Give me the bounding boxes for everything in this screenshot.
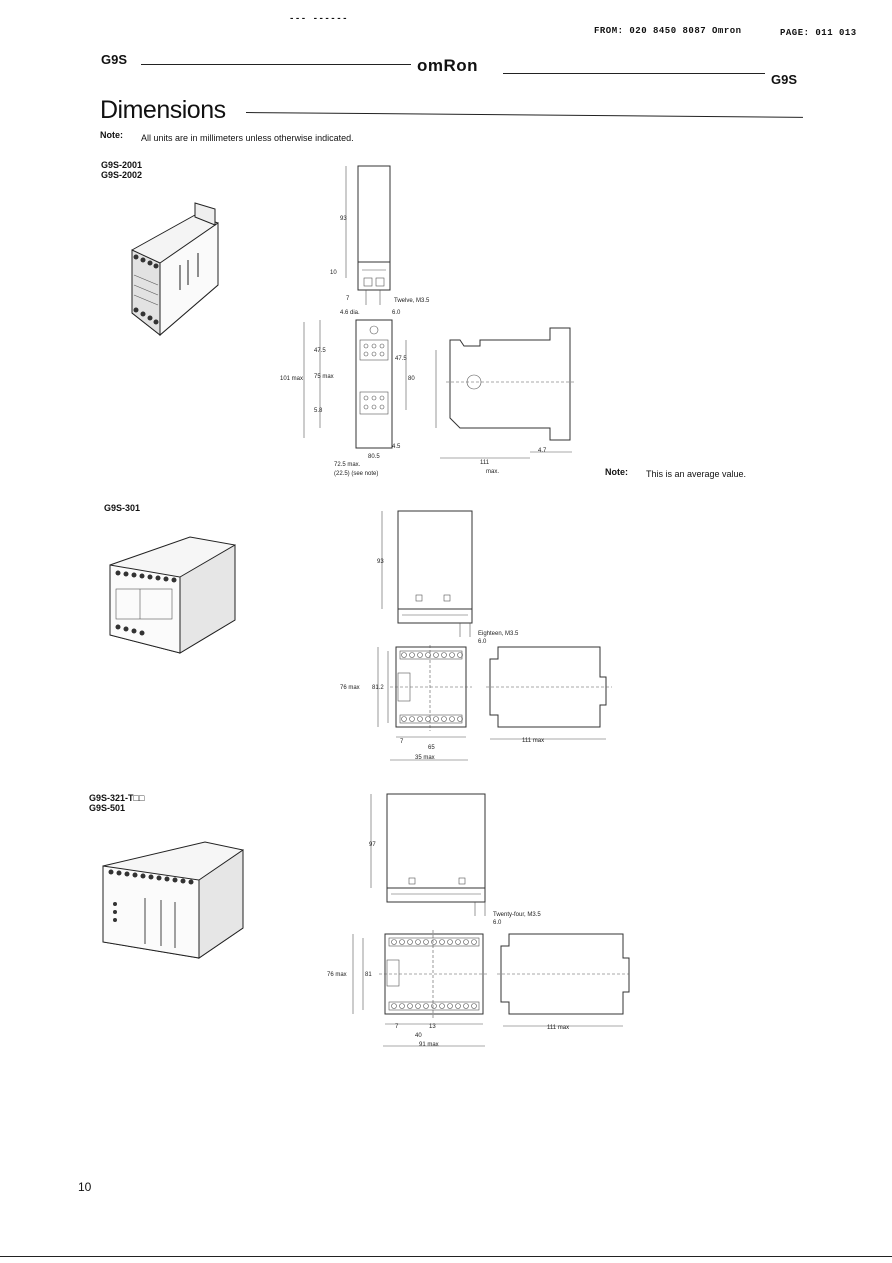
dimension-drawing-g9s-501: 97 Twenty-four, M3.5 6.0 76 max 81 7 13 …: [327, 793, 630, 1048]
dimension-drawing-g9s-301: 93 Eighteen, M3.5 6.0 76 max 81.2 7 65 3…: [340, 510, 612, 761]
dim-label: 101 max: [280, 376, 303, 382]
dim-label: 7: [395, 1024, 399, 1030]
drawing-note-label: Note:: [605, 467, 628, 477]
header-rule-right: [503, 73, 765, 74]
dim-label: 6.0: [478, 639, 487, 645]
dim-label: 81.2: [372, 685, 384, 691]
product-photo-g9s-301: [109, 536, 236, 654]
dim-label: 7: [400, 739, 404, 745]
dim-label: 93: [377, 559, 384, 565]
dim-label: 80.5: [368, 454, 380, 460]
dim-label: 10: [330, 270, 337, 276]
fax-page: PAGE: 011 013: [780, 28, 857, 38]
model-label: G9S-301: [104, 503, 141, 513]
dim-label: 47.5: [395, 356, 407, 362]
drawing-note-text: This is an average value.: [646, 469, 747, 479]
dim-label: 75 max: [314, 374, 334, 380]
dim-label: 5.8: [314, 408, 323, 414]
dim-label: 13: [429, 1024, 436, 1030]
dim-label: 6.0: [493, 920, 502, 926]
dim-label: 4.7: [538, 448, 547, 454]
dim-label: Twelve, M3.5: [394, 298, 430, 304]
dim-label: 4.6 dia.: [340, 310, 360, 316]
dim-label: Eighteen, M3.5: [478, 631, 519, 637]
model-label: G9S-2002: [101, 170, 143, 180]
dim-label: 76 max: [327, 972, 347, 978]
page-number: 10: [78, 1180, 92, 1194]
header-left-model: G9S: [101, 52, 128, 67]
drawing-outline: [357, 165, 391, 263]
section-title-rule: [245, 112, 803, 118]
dim-label: 93: [340, 216, 347, 222]
dim-label: 97: [369, 842, 376, 848]
fax-top-left: --- ------: [289, 14, 349, 24]
note-label: Note:: [100, 130, 123, 140]
dim-label: 91 max: [419, 1042, 439, 1048]
dim-label: Twenty-four, M3.5: [493, 912, 541, 918]
dim-label: 111 max: [547, 1025, 569, 1031]
brand-logo: omRon: [417, 56, 479, 75]
dim-label: 65: [428, 745, 435, 751]
dimension-drawing-g9s-2001: 93 10 7 Twelve, M3.5 4.6 dia. 6.0 47.5 1…: [280, 165, 576, 477]
dim-label: 72.5 max.: [334, 462, 361, 468]
fax-bottom-edge: [0, 1256, 892, 1257]
header-right-model: G9S: [771, 72, 798, 87]
dim-label: 111 max: [522, 738, 544, 744]
header-rule-left: [141, 64, 411, 65]
dim-label: 35 max: [415, 755, 435, 761]
fax-from: FROM: 020 8450 8087 Omron: [594, 26, 742, 36]
dim-label: 111: [480, 460, 490, 466]
section-title: Dimensions: [100, 96, 226, 124]
dim-label: 80: [408, 376, 415, 382]
dim-label: 7: [346, 296, 350, 302]
dim-label: 4.5: [392, 444, 401, 450]
product-photo-g9s-2001: [131, 202, 219, 337]
dim-label: 47.5: [314, 348, 326, 354]
model-label: G9S-501: [89, 803, 126, 813]
dim-label: 81: [365, 972, 372, 978]
dim-label: 6.0: [392, 310, 401, 316]
model-label-group-2: G9S-301: [104, 503, 140, 513]
product-photo-g9s-501: [102, 841, 244, 959]
dim-label: 76 max: [340, 685, 360, 691]
model-label-group-1: G9S-2001 G9S-2002: [101, 160, 142, 180]
model-label: G9S-2001: [101, 160, 143, 170]
model-label: G9S-321-T□□: [89, 793, 145, 803]
dim-label: max.: [486, 469, 499, 475]
note-text: All units are in millimeters unless othe…: [141, 133, 354, 143]
dim-label: (22.5) (see note): [334, 471, 378, 477]
dim-label: 40: [415, 1033, 422, 1039]
model-label-group-3: G9S-321-T□□ G9S-501: [89, 793, 144, 813]
